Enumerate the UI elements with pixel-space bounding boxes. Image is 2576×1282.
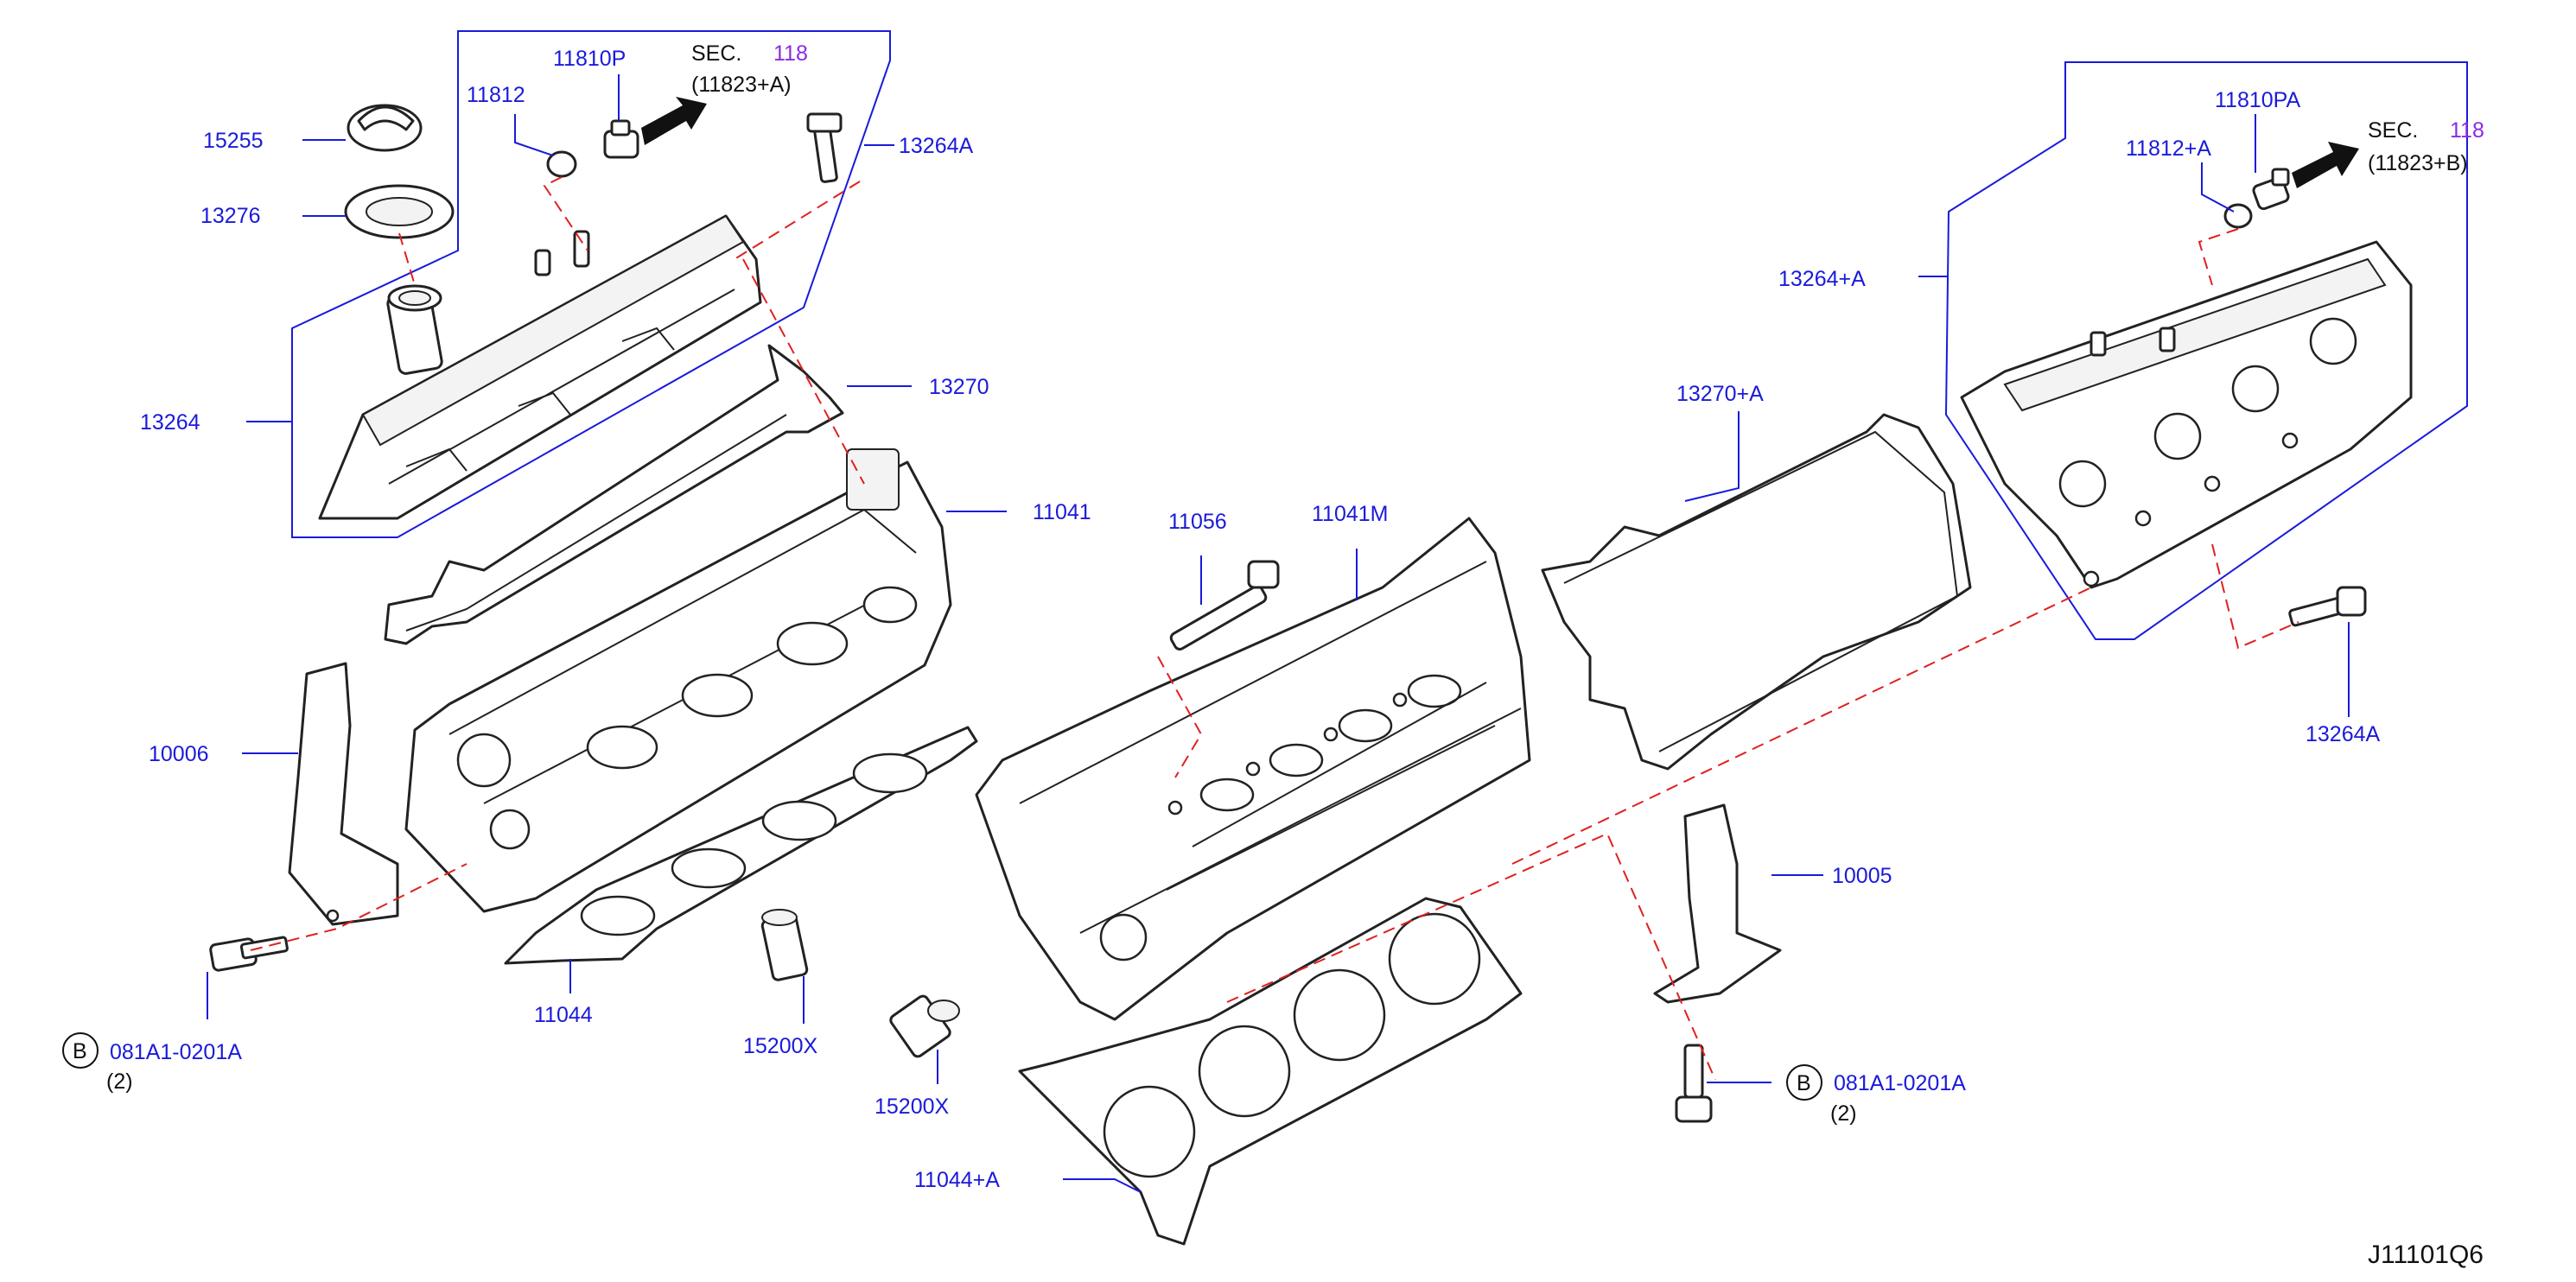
bolt-qty-left: (2) [106, 1069, 133, 1094]
oil-filler-cap-icon [347, 104, 423, 152]
right-lifting-bracket-icon [1653, 803, 1782, 1004]
callout-11812: 11812 [467, 83, 525, 107]
right-cylinder-head-icon [975, 517, 1531, 1021]
badge-letter-right: B [1797, 1071, 1811, 1095]
bolt-callout-left: B 081A1-0201A (2) [62, 1032, 242, 1094]
callout-11810PA: 11810PA [2215, 88, 2300, 112]
callout-10006: 10006 [149, 742, 209, 766]
head-bolt-icon [1169, 560, 1280, 651]
bolt-part-right: 081A1-0201A [1834, 1071, 1966, 1095]
pcv-valve-icon [603, 119, 639, 159]
callout-11810P: 11810P [553, 47, 626, 71]
right-valve-cover-icon [1960, 240, 2413, 589]
bracket-bolt-icon-right [1675, 1044, 1713, 1123]
callout-13270A: 13270+A [1676, 382, 1764, 406]
section-reference-arrow-left [641, 97, 707, 145]
callout-13270: 13270 [929, 375, 989, 399]
assembly-leader-lines [250, 176, 2299, 1081]
badge-letter-left: B [73, 1039, 87, 1063]
left-cover-gasket-icon [384, 344, 844, 645]
sec-number-right: 118 [2450, 118, 2484, 143]
pcv-valve-icon-right [2252, 168, 2290, 211]
callout-15200X-a: 15200X [743, 1034, 818, 1058]
grommet-icon [546, 150, 577, 178]
left-valve-cover-icon [318, 214, 762, 520]
callout-13264A-top: 13264A [899, 134, 974, 158]
sec-sub-left: (11823+A) [691, 73, 792, 97]
section-reference-right: SEC. 118 (11823+B) [2368, 118, 2484, 175]
sec-sub-right: (11823+B) [2368, 151, 2468, 175]
badge-circle-left [62, 1032, 99, 1069]
callout-11056: 11056 [1168, 510, 1227, 534]
bolt-part-left: 081A1-0201A [110, 1040, 242, 1064]
callout-labels: 15255 13276 11812 11810P 13264A 13264 13… [140, 47, 2381, 1192]
cover-bolt-icon-top [806, 112, 843, 183]
sec-prefix-right: SEC. [2368, 118, 2418, 143]
bolt-callout-right: B 081A1-0201A (2) [1786, 1064, 1966, 1126]
section-reference-arrow-right [2292, 142, 2359, 188]
left-cover-assembly-box [291, 30, 891, 538]
callout-11041: 11041 [1033, 500, 1091, 524]
lifter-icon-a [760, 909, 809, 981]
badge-circle-right [1786, 1064, 1822, 1101]
filler-seal-icon [344, 184, 455, 239]
callout-15255: 15255 [203, 129, 264, 153]
bracket-bolt-icon-left [209, 936, 289, 972]
callout-11044A: 11044+A [914, 1168, 1000, 1192]
callout-13264A-right: 13264A [2306, 722, 2381, 746]
callout-15200X-b: 15200X [875, 1095, 950, 1119]
left-lifting-bracket-icon [288, 662, 399, 926]
diagram-reference-code: J11101Q6 [2368, 1241, 2484, 1269]
sec-number-left: 118 [773, 41, 808, 66]
callout-10005: 10005 [1832, 864, 1892, 888]
lifter-icon-b [889, 994, 960, 1058]
bolt-qty-right: (2) [1830, 1101, 1857, 1126]
right-cover-gasket-icon [1541, 413, 1972, 771]
right-cover-assembly-box [1944, 61, 2468, 640]
callout-11041M: 11041M [1312, 502, 1389, 526]
sec-prefix-left: SEC. [691, 41, 741, 66]
callout-11812A: 11812+A [2126, 136, 2211, 161]
callout-13276: 13276 [200, 204, 261, 228]
callout-11044: 11044 [534, 1003, 593, 1027]
section-reference-left: SEC. 118 (11823+A) [691, 41, 808, 97]
right-head-gasket-icon [1018, 897, 1523, 1246]
callout-13264plusA: 13264+A [1778, 267, 1866, 291]
left-head-gasket-icon [504, 726, 978, 965]
left-cylinder-head-icon [404, 448, 952, 913]
callout-leaders [207, 74, 2350, 1193]
callout-13264: 13264 [140, 410, 200, 435]
cover-bolt-icon-right [2288, 586, 2367, 627]
